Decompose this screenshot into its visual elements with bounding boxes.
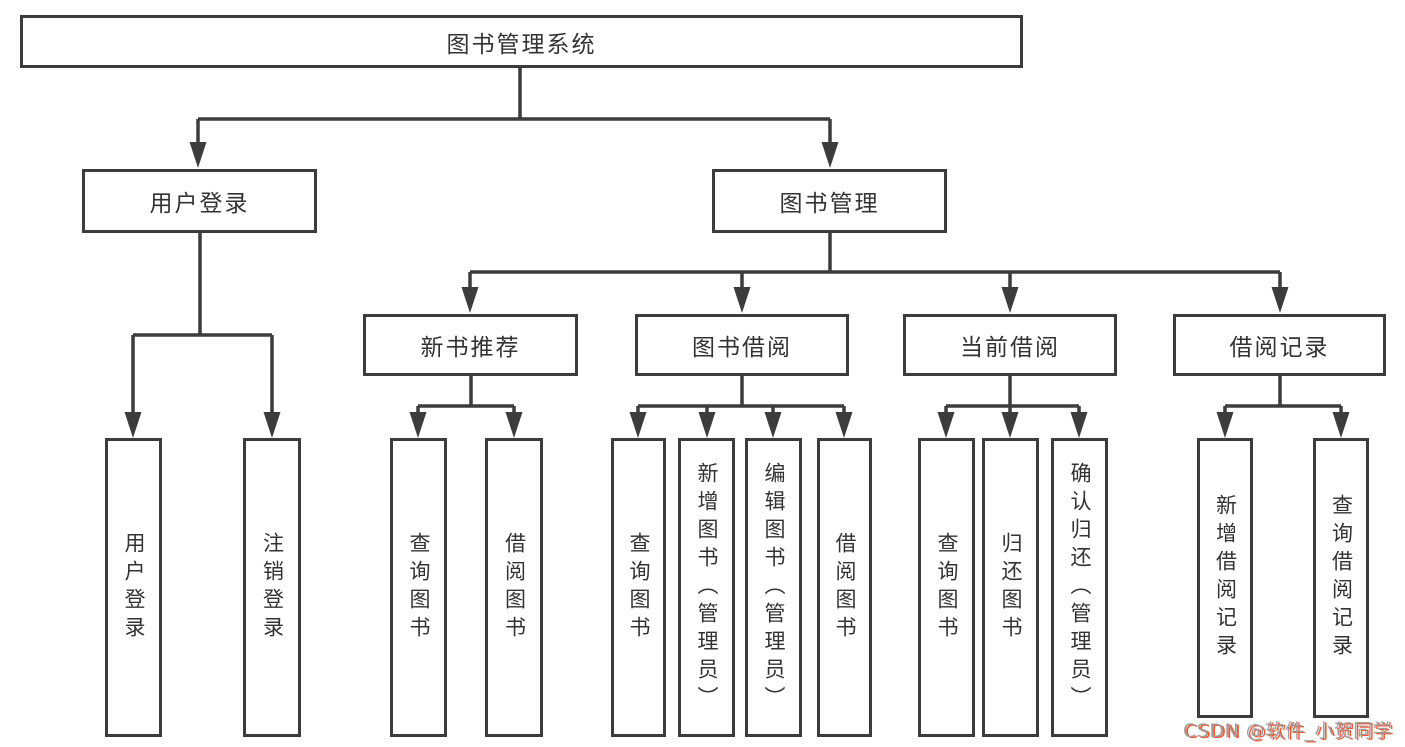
leaf-user-login: 用户登录 [105,438,162,737]
node-label: 注销登录 [260,531,285,644]
arrowhead [1271,287,1289,313]
arrowhead [1001,412,1019,438]
leaf-query-books-current: 查询图书 [918,438,975,737]
leaf-logout: 注销登录 [243,438,301,737]
node-label: 确认归还（管理员） [1068,461,1092,714]
arrowhead [821,142,839,168]
node-label: 借阅图书 [833,531,857,644]
arrowhead [1216,412,1234,438]
leaf-borrow-books: 借阅图书 [817,438,872,737]
arrowhead [733,287,751,313]
node-label: 图书管理 [779,191,880,217]
arrowhead [835,412,853,438]
leaf-add-book-admin: 新增图书（管理员） [678,438,735,737]
arrowhead [263,412,281,438]
node-label: 新书推荐 [420,335,521,361]
node-borrowing-records: 借阅记录 [1173,314,1386,376]
arrowhead [764,412,782,438]
node-label: 用户登录 [149,191,250,217]
node-system-root: 图书管理系统 [20,15,1023,68]
leaf-query-books-borrowing: 查询图书 [611,438,666,737]
watermark: CSDN @软件_小贺同学 [1183,720,1393,742]
arrowhead [629,412,647,438]
leaf-confirm-return-admin: 确认归还（管理员） [1051,438,1108,737]
node-label: 编辑图书（管理员） [762,461,786,714]
node-label: 当前借阅 [960,335,1060,361]
node-label: 图书借阅 [692,335,792,361]
leaf-borrow-books-recommend: 借阅图书 [485,438,543,737]
node-label: 新增借阅记录 [1213,494,1238,662]
arrowheads [124,142,1350,438]
node-label: 用户登录 [122,531,146,644]
connector-path [131,68,1343,413]
arrowhead [189,142,207,168]
leaf-add-borrow-record: 新增借阅记录 [1197,438,1253,718]
node-current-borrowing: 当前借阅 [903,314,1117,376]
node-label: 查询图书 [627,531,651,644]
node-label: 查询图书 [935,531,959,644]
leaf-query-books-recommend: 查询图书 [390,438,447,737]
node-book-management: 图书管理 [712,169,947,233]
arrowhead [124,412,142,438]
node-label: 借阅记录 [1229,335,1330,361]
node-label: 查询借阅记录 [1329,494,1354,662]
node-new-book-recommend: 新书推荐 [363,314,578,376]
node-label: 借阅图书 [502,531,527,644]
leaf-edit-book-admin: 编辑图书（管理员） [745,438,802,737]
arrowhead [1332,412,1350,438]
arrowhead [698,412,716,438]
arrowhead [937,412,955,438]
node-user-login: 用户登录 [82,169,317,233]
arrowhead [505,412,523,438]
node-book-borrowing: 图书借阅 [635,314,849,376]
node-label: 归还图书 [999,531,1023,644]
node-label: 新增图书（管理员） [695,461,719,714]
arrowhead [1070,412,1088,438]
node-label: 查询图书 [407,531,431,644]
arrowhead [409,412,427,438]
arrowhead [461,287,479,313]
arrowhead [1001,287,1019,313]
leaf-query-borrow-record: 查询借阅记录 [1313,438,1369,718]
node-label: 图书管理系统 [446,31,597,58]
leaf-return-book: 归还图书 [982,438,1039,737]
